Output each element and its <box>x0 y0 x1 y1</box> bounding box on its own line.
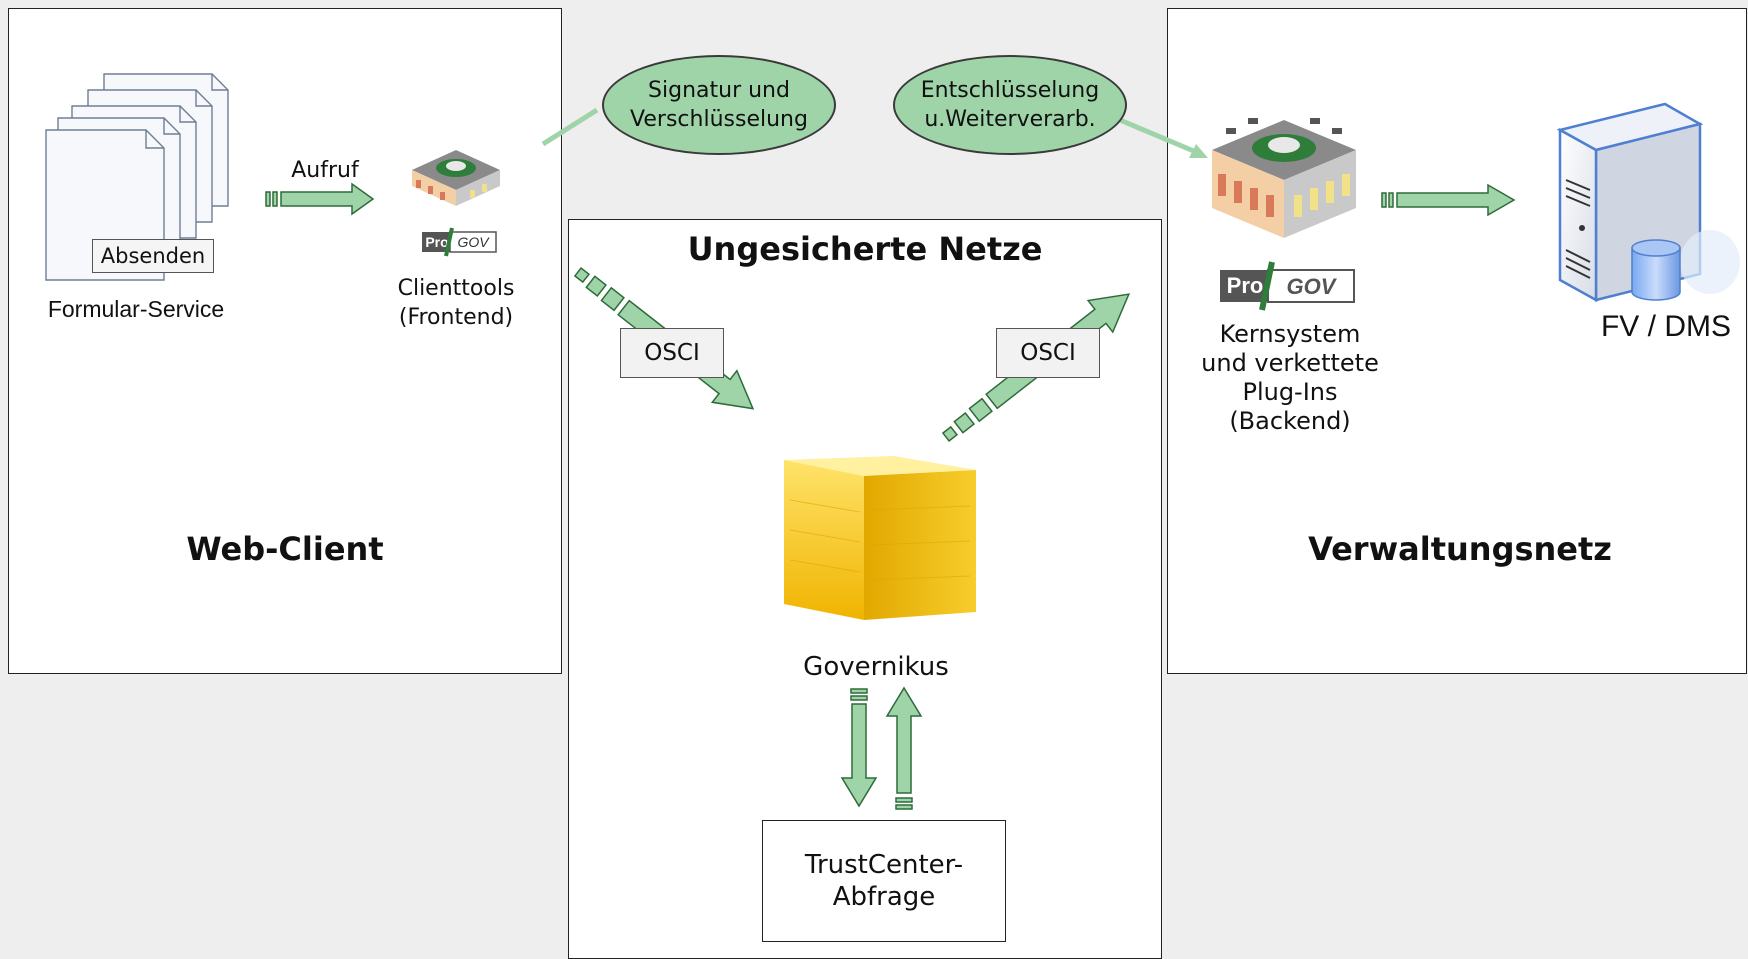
svg-text:GOV: GOV <box>457 234 490 250</box>
osci-right-label: OSCI <box>996 328 1100 378</box>
aufruf-arrow-icon <box>265 182 375 216</box>
document-stack-icon <box>45 73 229 281</box>
formular-service-label: Formular-Service <box>47 296 225 322</box>
progov-logo-small-icon: Pro GOV <box>422 227 497 257</box>
clienttools-chip-icon <box>412 150 500 206</box>
svg-text:Pro: Pro <box>425 234 448 250</box>
kernsystem-chip-icon <box>1212 118 1356 238</box>
kernsystem-label-line1: Kernsystem <box>1219 320 1361 348</box>
governikus-label: Governikus <box>803 652 949 682</box>
signatur-line2: Verschlüsselung <box>630 107 808 132</box>
trustcenter-box: TrustCenter- Abfrage <box>762 820 1006 942</box>
signatur-line1: Signatur und <box>648 78 790 103</box>
kernsystem-label-line4: (Backend) <box>1229 407 1351 435</box>
web-client-title: Web-Client <box>186 530 384 568</box>
kernsystem-label-line2: und verkettete <box>1201 349 1379 377</box>
entschluesselung-line1: Entschlüsselung <box>920 78 1100 103</box>
fv-dms-label: FV / DMS <box>1600 310 1731 343</box>
clienttools-label-line1: Clienttools <box>397 276 515 301</box>
ungesicherte-netze-title: Ungesicherte Netze <box>687 230 1043 268</box>
verwaltungsnetz-title: Verwaltungsnetz <box>1308 530 1612 568</box>
osci-left-label: OSCI <box>620 328 724 378</box>
trustcenter-down-arrow-icon <box>840 688 878 808</box>
progov-logo-large-icon: Pro GOV <box>1220 261 1355 311</box>
svg-text:Pro: Pro <box>1227 273 1264 298</box>
entschluesselung-arrow-icon <box>1119 117 1208 158</box>
entschluesselung-line2: u.Weiterverarb. <box>924 107 1096 132</box>
aufruf-label: Aufruf <box>291 158 359 183</box>
server-arrow-icon <box>1381 183 1516 217</box>
svg-text:GOV: GOV <box>1287 274 1338 299</box>
kernsystem-label-line3: Plug-Ins <box>1242 378 1338 406</box>
entschluesselung-ellipse: Entschlüsselung u.Weiterverarb. <box>893 55 1127 155</box>
database-icon <box>1631 230 1740 301</box>
absenden-button[interactable]: Absenden <box>92 239 214 273</box>
trustcenter-line1: TrustCenter- <box>804 850 964 880</box>
trustcenter-line2: Abfrage <box>832 882 936 912</box>
governikus-cube-icon <box>784 456 976 620</box>
signatur-connector-line <box>541 107 599 147</box>
trustcenter-up-arrow-icon <box>885 686 923 810</box>
signatur-ellipse: Signatur und Verschlüsselung <box>602 55 836 155</box>
clienttools-label-line2: (Frontend) <box>398 305 514 330</box>
